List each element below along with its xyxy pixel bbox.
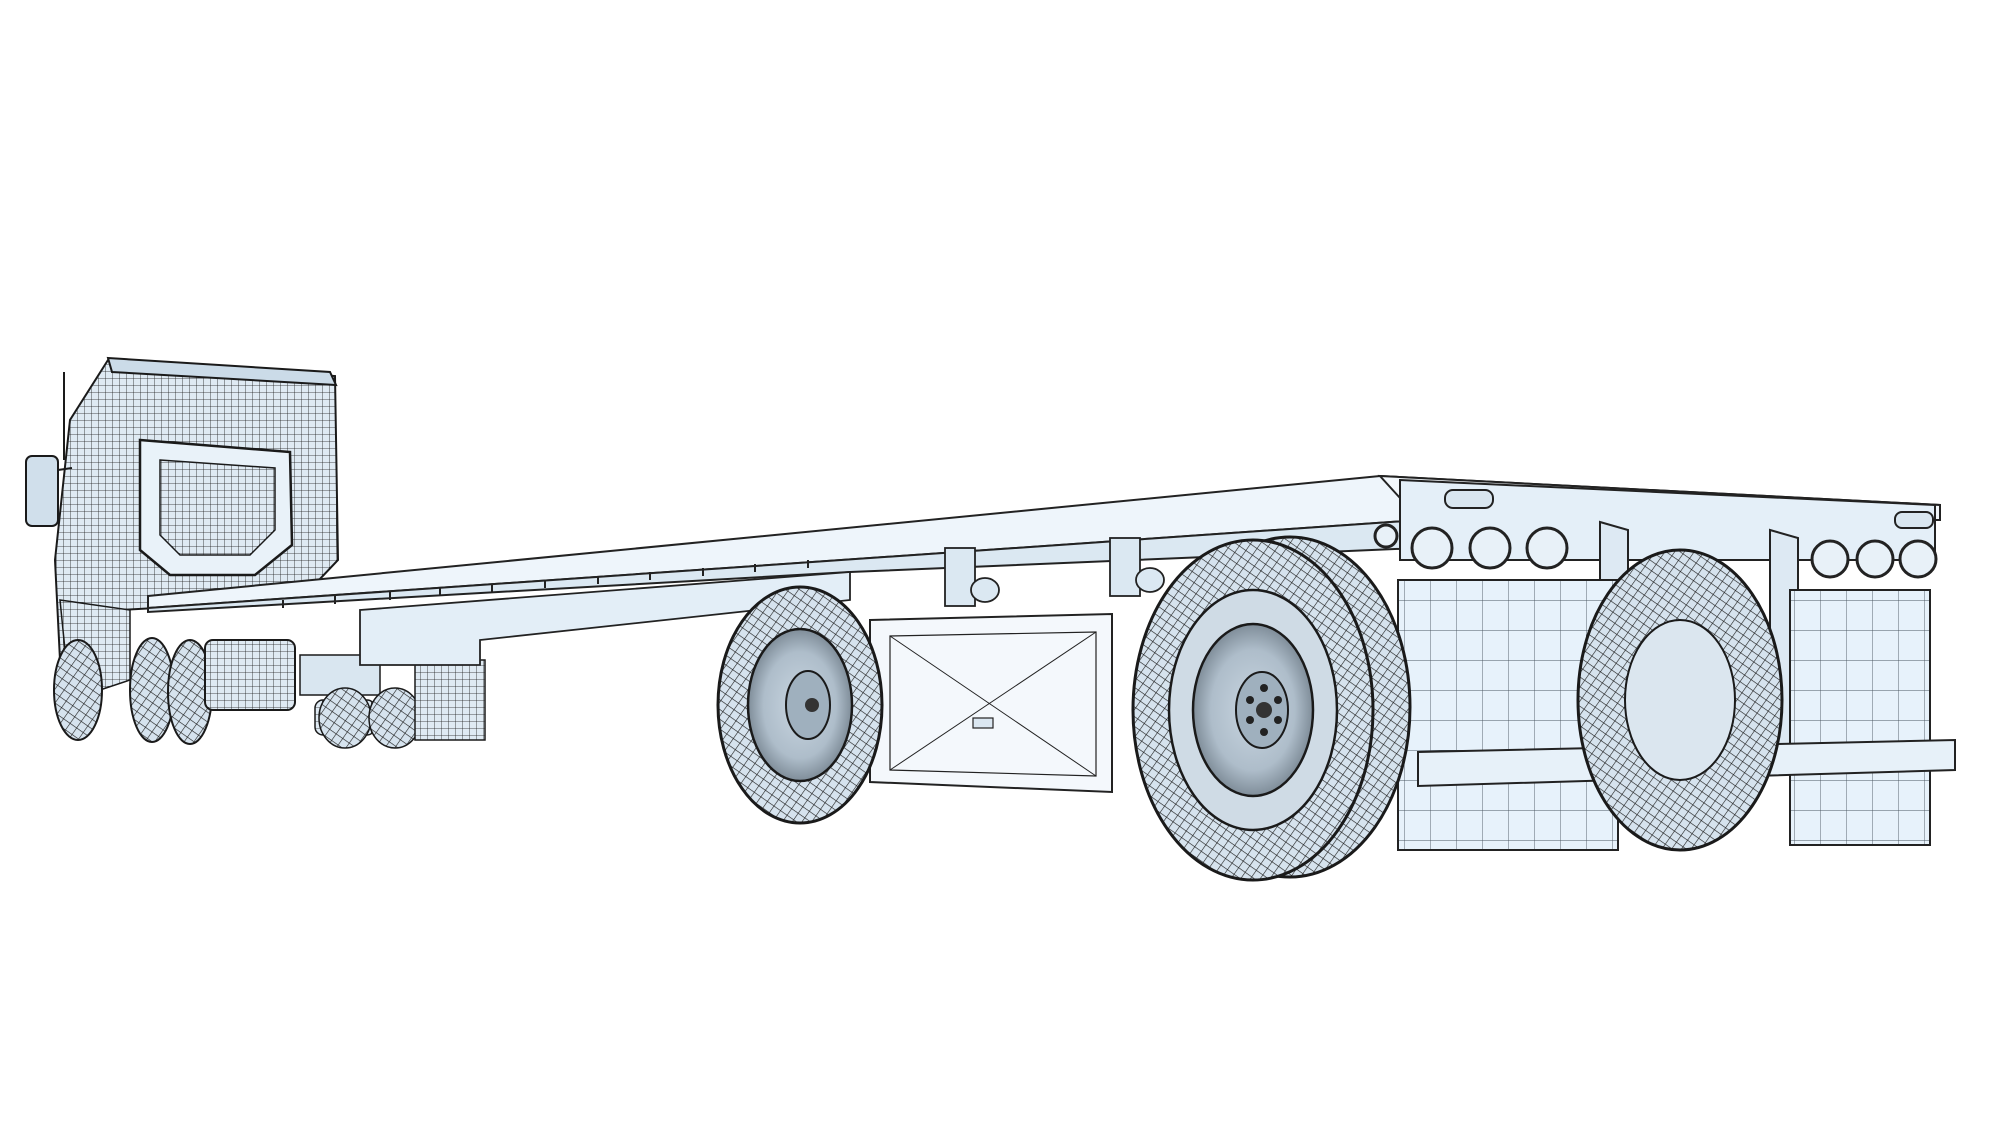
rear-lights xyxy=(1373,523,1938,579)
trailer-wheels xyxy=(716,535,1784,882)
side-mirror xyxy=(25,455,59,527)
toolbox xyxy=(869,612,1113,794)
cab-roof xyxy=(106,356,338,387)
cab-front-wheel xyxy=(53,639,103,741)
truck-cab xyxy=(25,356,486,749)
mudflap-right xyxy=(1789,589,1931,846)
fuel-tank xyxy=(204,639,296,711)
